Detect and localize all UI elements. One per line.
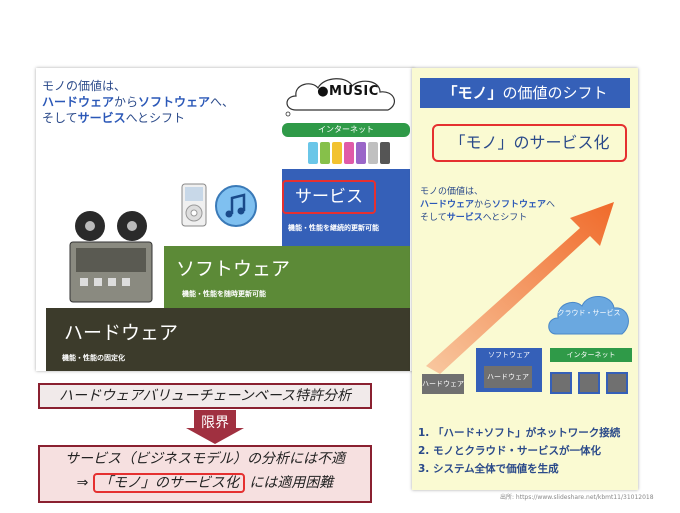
intro-shift: へとシフト [125,111,186,125]
limit-label: 限界 [201,415,229,431]
service-description: 機能・性能を継続的更新可能 [288,224,379,232]
down-arrow-icon [186,410,244,444]
network-device-icon [578,372,600,394]
internet-bar: インターネット [282,123,410,137]
service-analysis-box: サービス（ビジネスモデル）の分析には不適 ⇒ 「モノ」のサービス化 には適用困難 [38,445,372,503]
list-item: 2. モノとクラウド・サービスが一体化 [418,445,601,457]
left-slide-panel: モノの価値は、 ハードウェアからソフトウェアへ、 そしてサービスへとシフト ●M… [36,68,414,371]
growth-arrow-icon [426,202,614,374]
hardware-description: 機能・性能の固定化 [62,354,125,362]
points-list: 1. 「ハード+ソフト」がネットワーク接続 2. モノとクラウド・サービスが一体… [418,424,634,478]
list-item: 3. システム全体で価値を生成 [418,463,559,475]
mono-service-highlight: 「モノ」のサービス化 [92,473,245,493]
hardware-label: ハードウェア [422,374,464,394]
left-intro-text: モノの価値は、 ハードウェアからソフトウェアへ、 そしてサービスへとシフト [42,78,272,126]
ipod-nano-icon [356,142,366,164]
right-slide-panel: 「モノ」の価値のシフト 「モノ」のサービス化 モノの価値は、 ハードウェアからソ… [412,68,638,490]
music-cloud-icon [285,78,396,117]
reel-tape-recorder-icon [69,211,153,303]
intro-he: へ、 [210,95,235,109]
right-panel-title: 「モノ」の価値のシフト [420,78,630,108]
right-intro-text: モノの価値は、 ハードウェアからソフトウェアへ そしてサービスへとシフト [420,187,556,223]
service-line2: ⇒ 「モノ」のサービス化 には適用困難 [76,473,334,493]
intro-software: ソフトウェア [138,95,211,109]
cloud-service-icon [548,296,629,335]
intro-hardware: ハードウェア [42,95,115,109]
network-device-icon [550,372,572,394]
cloud-service-label: クラウド・サービス [557,309,621,317]
software-label: ソフトウェア [476,348,542,362]
ipod-nano-icon [332,142,342,164]
source-citation: 出所: https://www.slideshare.net/kbmt11/31… [500,494,654,501]
ipod-nano-icon [320,142,330,164]
intro-soshite: そして [42,111,78,125]
itunes-icon [215,185,257,227]
ipod-classic-icon [181,183,207,227]
intro-line1: モノの価値は、 [42,79,127,93]
hardware-label: ハードウェア [64,322,179,344]
apple-music-label: ●MUSIC [317,84,379,99]
intro-service: サービス [77,111,126,125]
internet-label: インターネット [550,348,632,362]
hardware-analysis-box: ハードウェアバリューチェーンベース特許分析 [38,383,372,409]
ipod-nano-icon [380,142,390,164]
apple-logo-icon: ● [317,84,330,99]
service-label: サービス [282,180,376,214]
software-label: ソフトウェア [176,258,291,280]
list-item: 1. 「ハード+ソフト」がネットワーク接続 [418,427,621,439]
ipod-nano-icon [308,142,318,164]
hardware-inner-label: ハードウェア [484,366,532,388]
ipod-nano-icon [368,142,378,164]
hardware-layer [46,308,410,371]
intro-kara: から [114,95,139,109]
network-device-icon [606,372,628,394]
service-line1: サービス（ビジネスモデル）の分析には不適 [65,451,345,467]
ipod-nano-icon [344,142,354,164]
software-description: 機能・性能を随時更新可能 [182,290,266,298]
mono-service-highlight: 「モノ」のサービス化 [432,124,627,162]
